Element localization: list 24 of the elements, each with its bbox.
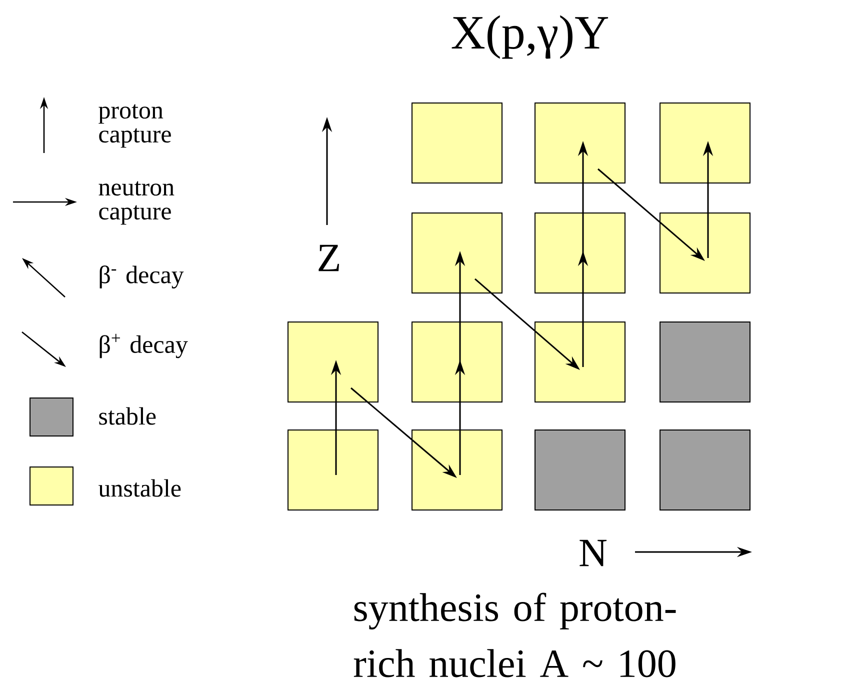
nucleus-box — [660, 102, 750, 184]
nucleus-box — [288, 322, 378, 402]
nucleus-box — [288, 430, 378, 510]
legend-label: proton capture — [98, 104, 171, 148]
nucleus-box — [660, 212, 750, 294]
nucleus-box — [660, 322, 750, 402]
nucleus-box — [412, 102, 502, 184]
nucleus-box — [534, 102, 626, 184]
title: X(p,γ)Y — [452, 15, 608, 59]
nucleus-box — [534, 212, 626, 294]
legend-label: neutron capture — [98, 181, 174, 225]
legend-label: unstable — [98, 479, 181, 497]
legend-label: β$^{-}$ decay — [100, 266, 184, 288]
nucleus-box — [412, 322, 502, 402]
axis-label: N — [580, 540, 607, 566]
caption: synthesis of proton-rich nuclei A ~ 100 — [354, 592, 676, 678]
nucleus-box — [660, 430, 750, 510]
nucleus-box — [534, 322, 626, 402]
nucleus-box — [412, 430, 502, 510]
axis-label: Z — [318, 244, 340, 272]
legend-label: stable — [99, 407, 156, 425]
nucleus-box — [412, 212, 502, 294]
legend-label: β$^{+}$ decay — [100, 334, 188, 358]
nucleus-box — [534, 430, 626, 510]
